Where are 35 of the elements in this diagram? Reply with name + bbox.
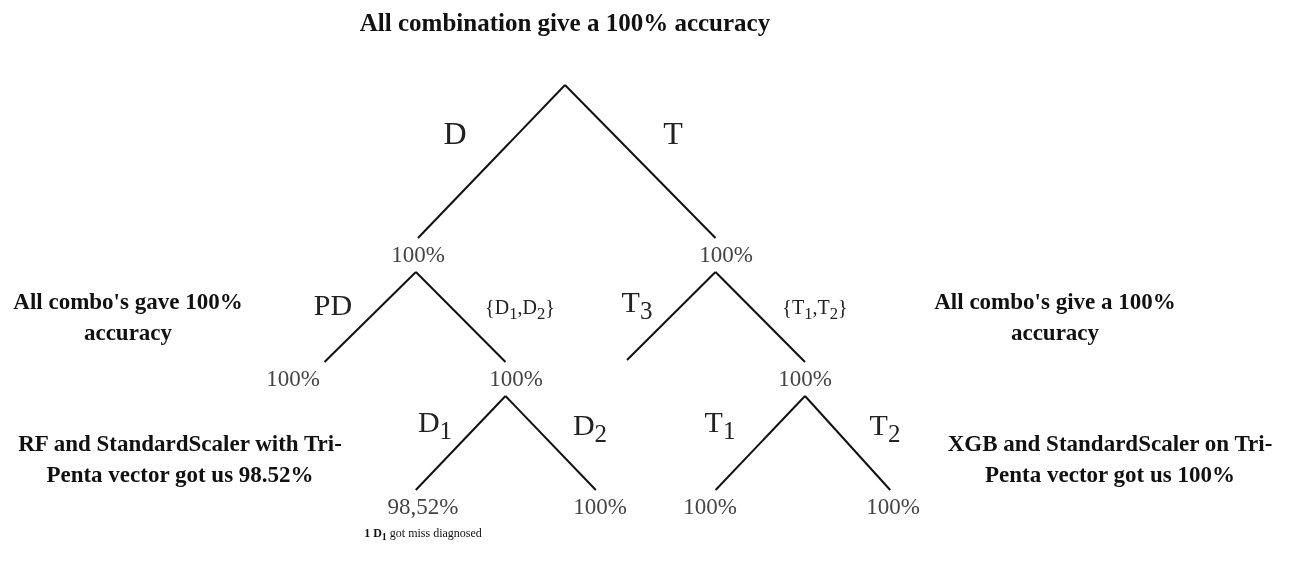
accuracy-value: 100% [858,490,928,524]
edge-label: D [443,114,467,152]
edge-label: T$_{2}$ [869,408,901,448]
accuracy-value: 98,52% [378,490,468,524]
edge-label: T$_{3}$ [621,285,653,325]
accuracy-value: 100% [383,238,453,272]
branch-line [804,395,892,491]
edge-label: D$_{2}$ [572,408,608,448]
branch-line [414,271,507,363]
annotation-text: XGB and StandardScaler on Tri-Penta vector got us 100% [946,430,1274,489]
branch-line [626,271,717,361]
branch-line [417,84,566,239]
annotation-text: All combo's give a 100% accuracy [933,288,1177,347]
branch-line [714,271,806,363]
branch-line [504,395,597,491]
branch-line [564,84,717,239]
accuracy-value: 100% [481,362,551,396]
edge-label: {T$_{1}$,T$_{2}$} [782,296,848,324]
accuracy-value: 100% [565,490,635,524]
edge-label: {D$_{1}$,D$_{2}$} [485,296,555,324]
branch-line [714,395,806,491]
annotation-text: RF and StandardScaler with Tri-Penta vector got us 98.52% [17,430,343,489]
edge-label: D$_{1}$ [417,405,453,445]
edge-label: T [663,114,683,152]
accuracy-value: 100% [258,362,328,396]
note-text: 1 D$_{1}$ got miss diagnosed [363,526,483,545]
edge-label: PD [313,288,353,322]
annotation-text: All combo's gave 100% accuracy [12,288,244,347]
edge-label: T$_{1}$ [704,405,736,445]
branch-line [323,271,417,363]
tree-root-heading: All combination give a 100% accuracy [315,2,815,85]
accuracy-value: 100% [675,490,745,524]
accuracy-value: 100% [691,238,761,272]
branch-line [414,395,507,491]
accuracy-value: 100% [770,362,840,396]
